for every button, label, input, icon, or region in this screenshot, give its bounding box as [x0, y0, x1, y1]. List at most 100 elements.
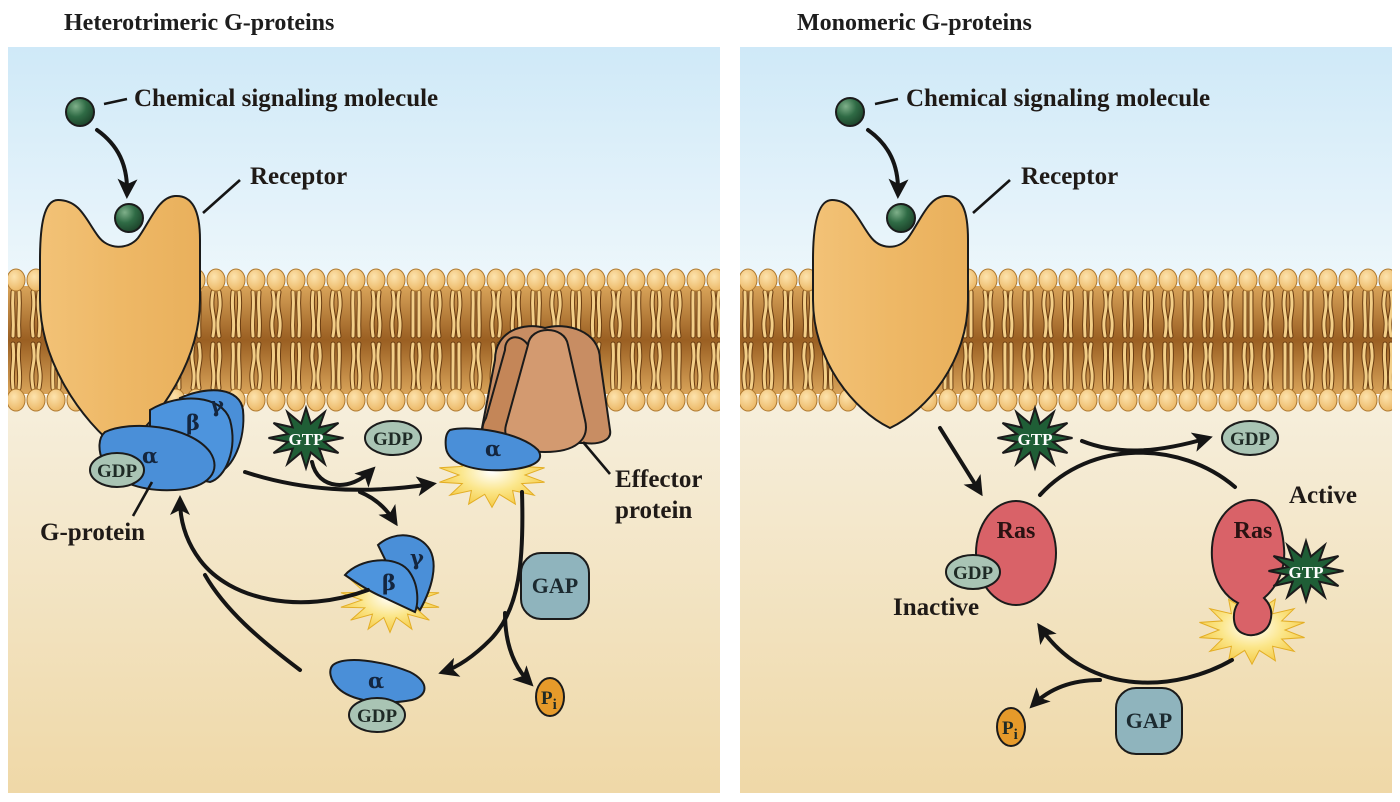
lipid-tail [470, 342, 482, 390]
lipid-tail [743, 290, 753, 338]
lipid-tail [1322, 290, 1334, 338]
active-ras-protein [1210, 498, 1286, 637]
lipid-tail [1003, 342, 1013, 390]
lipid-tail [490, 290, 502, 338]
lipid-head [1038, 388, 1058, 412]
lipid-head [1138, 268, 1158, 292]
lipid-head [1118, 388, 1138, 412]
lipid-head [8, 388, 26, 412]
lipid-head [326, 388, 346, 412]
gdp-release-arrow [1080, 432, 1213, 453]
lipid-tail [1382, 290, 1392, 338]
lipid-head [466, 268, 486, 292]
lipid-tail [290, 342, 302, 390]
lipid-head [778, 388, 798, 412]
phosphate-subscript: i [1014, 727, 1018, 743]
lipid-head [566, 268, 586, 292]
lipid-head [1118, 268, 1138, 292]
heterotrimeric-content: Chemical signaling molecule Receptor α β… [39, 85, 702, 733]
lipid-head [938, 388, 958, 412]
label-inactive: Inactive [893, 594, 979, 621]
reassociation-arrow-beta-gamma [170, 495, 370, 605]
bound-signal-molecule-icon [886, 203, 916, 233]
lipid-tail [1322, 342, 1334, 390]
lipid-tail [1042, 290, 1054, 338]
panel-title-monomeric: Monomeric G-proteins [797, 10, 1032, 36]
lipid-head [1318, 388, 1338, 412]
receptor-leader-line [972, 179, 1011, 214]
lipid-head [646, 268, 666, 292]
lipid-head [798, 388, 818, 412]
lipid-head [606, 388, 626, 412]
gtp-hydrolysis-arrow [1037, 622, 1234, 685]
lipid-tail [270, 342, 282, 390]
lipid-tail [1142, 342, 1154, 390]
lipid-tail [471, 290, 481, 338]
lipid-head [606, 268, 626, 292]
lipid-tail [1382, 342, 1392, 390]
lipid-tail [1102, 342, 1114, 390]
lipid-head [346, 388, 366, 412]
lipid-tail [270, 290, 282, 338]
lipid-tail [1262, 342, 1274, 390]
lipid-head [1078, 388, 1098, 412]
gtp-label: GTP [289, 430, 324, 449]
phosphate-icon [535, 677, 565, 717]
monomeric-content: Chemical signaling molecule Receptor GTP… [812, 85, 1357, 755]
lipid-head [1198, 268, 1218, 292]
lipid-tail [330, 290, 342, 338]
lipid-tail [1083, 290, 1093, 338]
lipid-head [446, 268, 466, 292]
lipid-head [1358, 268, 1378, 292]
lipid-tail [762, 342, 774, 390]
lipid-head [406, 268, 426, 292]
binding-arrow [866, 128, 909, 199]
free-beta-subunit [343, 559, 419, 614]
lipid-tail [250, 342, 262, 390]
lipid-tail [1262, 290, 1274, 338]
label-receptor: Receptor [250, 163, 347, 190]
lipid-head [1138, 388, 1158, 412]
lipid-head [1078, 268, 1098, 292]
lipid-tail [1342, 290, 1354, 338]
lipid-tail [631, 290, 641, 338]
lipid-tail [690, 342, 702, 390]
free-gamma-symbol: γ [410, 545, 424, 570]
lipid-tail [250, 290, 262, 338]
alpha-symbol: α [142, 443, 158, 468]
receptor-icon [812, 194, 969, 430]
lipid-head [1198, 388, 1218, 412]
pi-release-arrow [1029, 678, 1102, 709]
lipid-tail [1343, 342, 1353, 390]
receptor-leader-line [202, 179, 241, 214]
lipid-head [1338, 388, 1358, 412]
lipid-tail [350, 342, 362, 390]
lipid-tail [962, 342, 974, 390]
lipid-tail [670, 290, 682, 338]
active-alpha-subunit [444, 427, 542, 472]
lipid-tail [1243, 290, 1253, 338]
lipid-head [446, 388, 466, 412]
inactive-gdp-label: GDP [357, 706, 398, 727]
released-gdp-molecule [364, 420, 422, 456]
lipid-tail [11, 290, 21, 338]
gap-protein-icon [1115, 687, 1183, 755]
lipid-head [1218, 388, 1238, 412]
lipid-tail [391, 342, 401, 390]
lipid-tail [691, 290, 701, 338]
lipid-head [246, 268, 266, 292]
lipid-head [306, 388, 326, 412]
lipid-head [758, 388, 778, 412]
lipid-head [426, 268, 446, 292]
beta-symbol: β [186, 410, 200, 435]
lipid-head [266, 268, 286, 292]
lipid-tail [10, 342, 22, 390]
lipid-head [1158, 268, 1178, 292]
lipid-head [998, 268, 1018, 292]
lipid-head [626, 388, 646, 412]
active-ras-label: Ras [1234, 518, 1273, 544]
lipid-tail [742, 342, 754, 390]
lipid-tail [1283, 342, 1293, 390]
lipid-head [758, 268, 778, 292]
exchange-arc [1038, 450, 1237, 497]
